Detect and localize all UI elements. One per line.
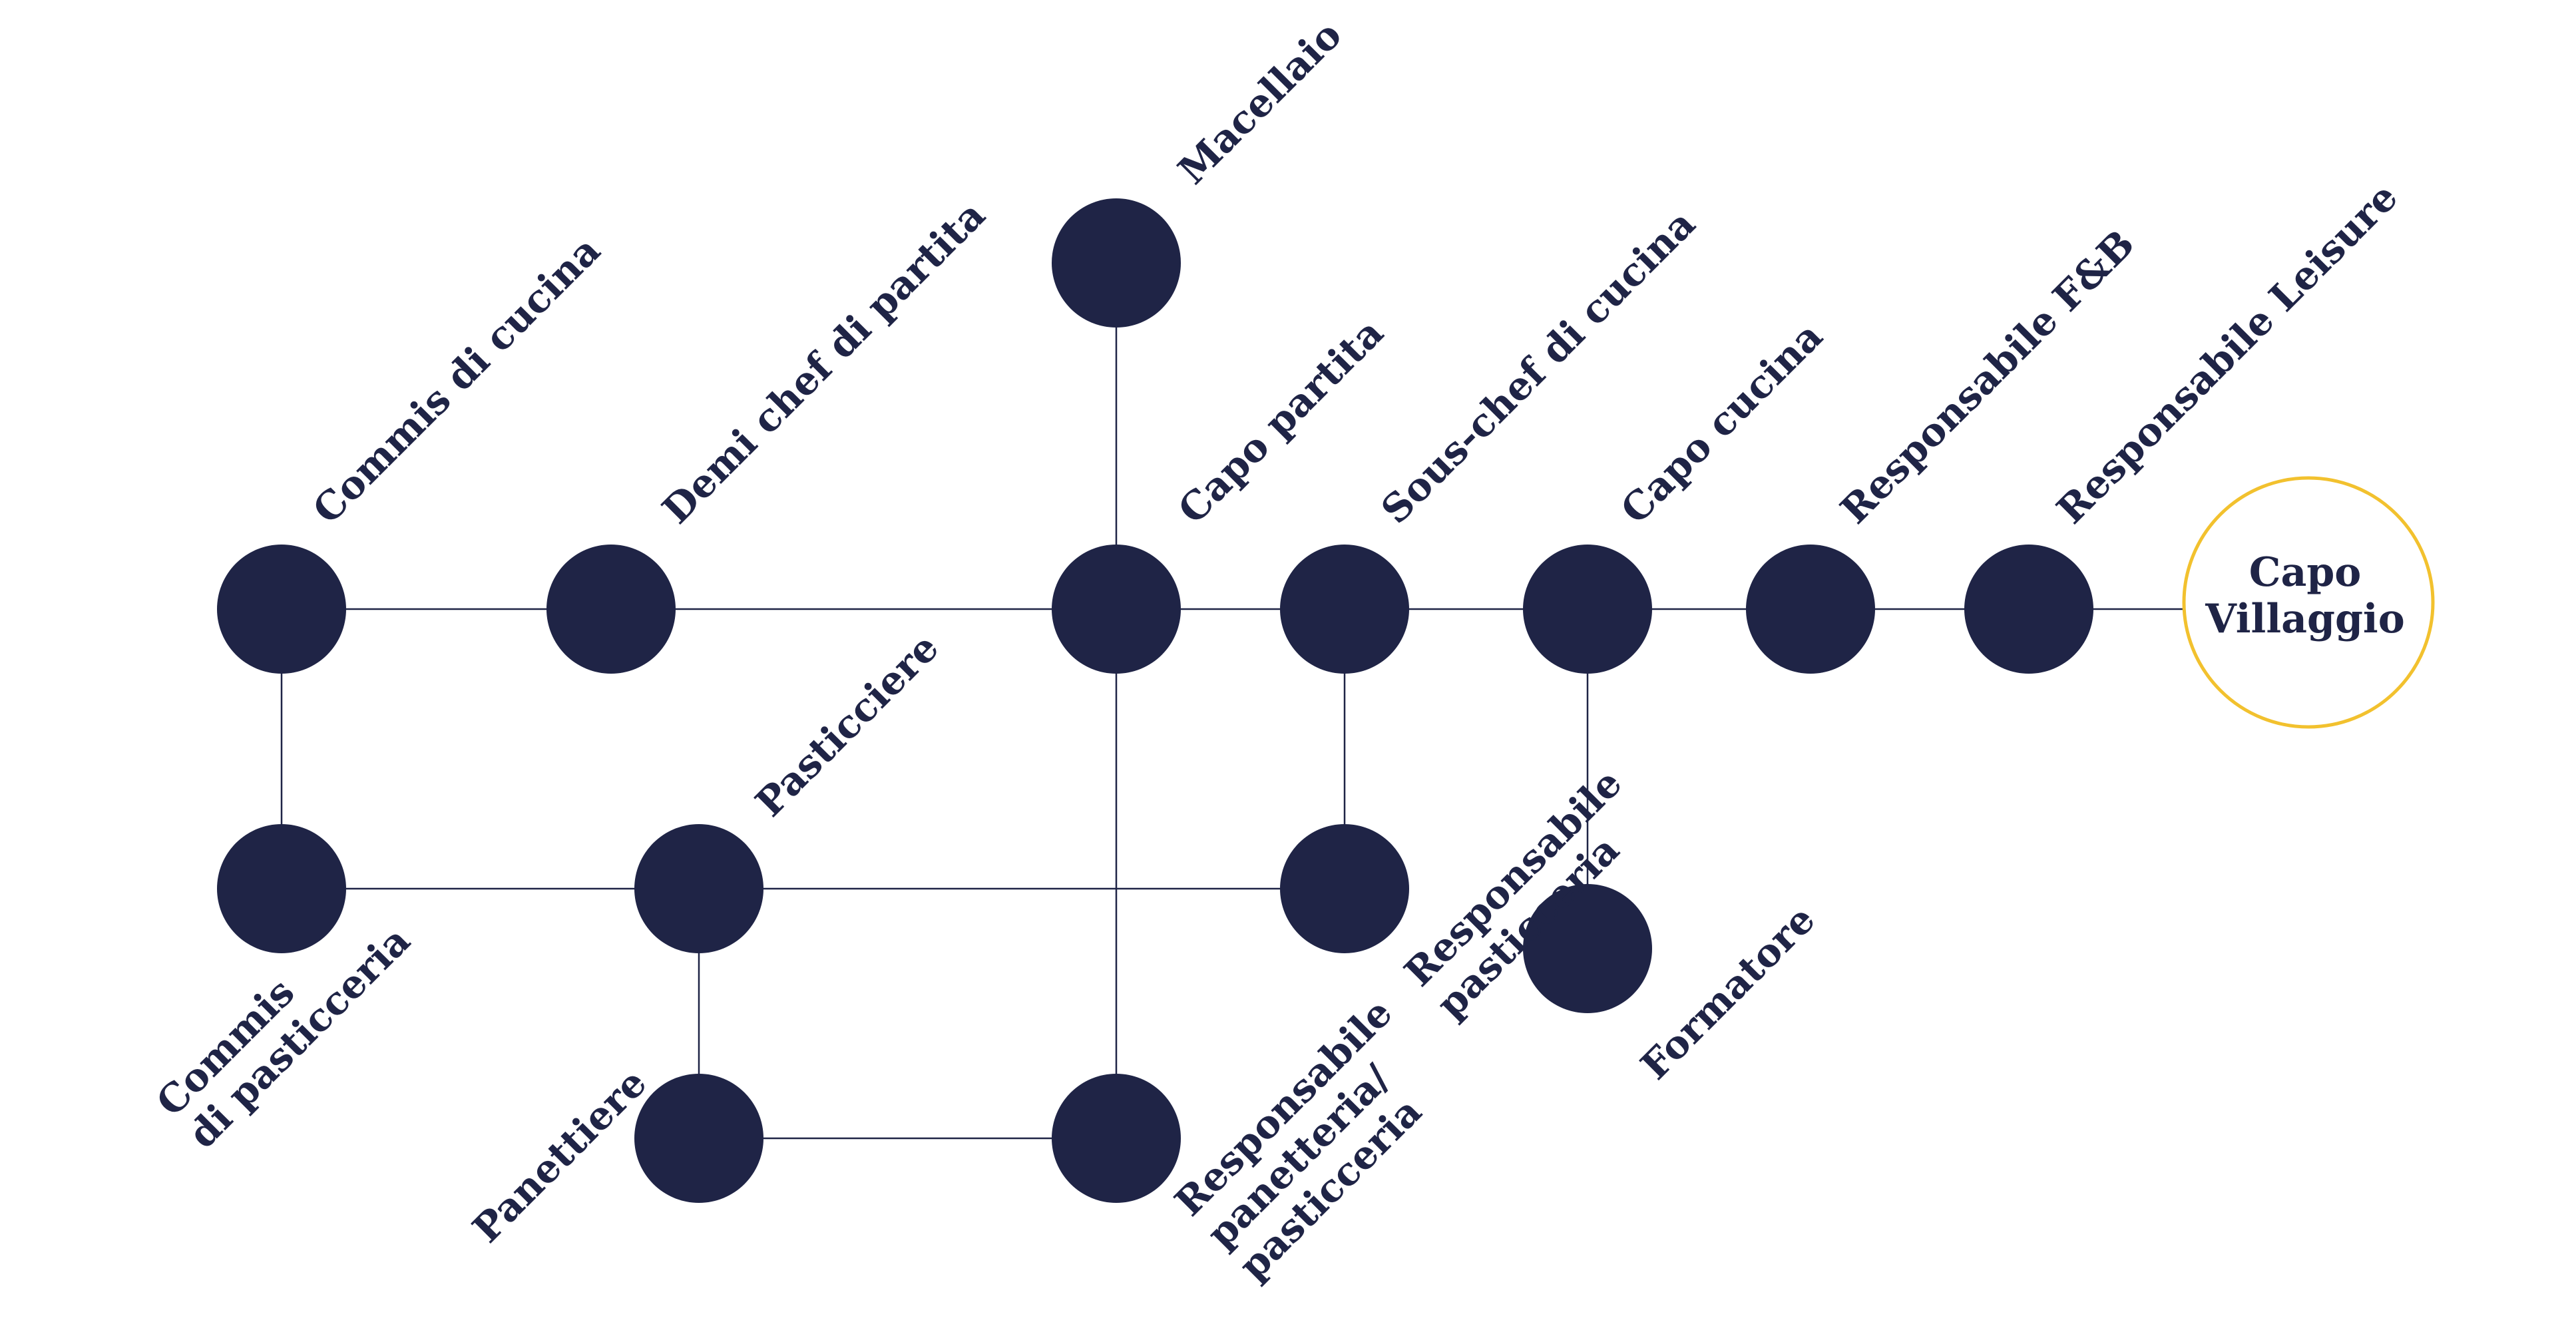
target-label: Capo Villaggio	[2205, 549, 2404, 642]
node-resp-fb	[1746, 545, 1875, 674]
bottom-labels: Commis di pasticceria Responsabile pasti…	[148, 760, 1824, 1289]
nodes	[217, 198, 2435, 1203]
node-capo-villaggio	[2182, 476, 2435, 729]
node-commis-pasticceria	[217, 824, 346, 953]
label-pasticciere: Pasticciere	[747, 625, 947, 825]
node-resp-pasticceria	[1280, 824, 1409, 953]
label-commis-cucina: Commis di cucina	[304, 228, 609, 533]
node-resp-leisure	[1964, 545, 2093, 674]
label-capo-cucina: Capo cucina	[1612, 314, 1831, 533]
target-label-line2: Villaggio	[2205, 596, 2404, 642]
node-pasticciere	[634, 824, 763, 953]
label-resp-panetteria: Responsabile panetteria/ pasticceria	[1166, 990, 1430, 1289]
node-macellaio	[1052, 198, 1181, 328]
label-demi-chef: Demi chef di partita	[654, 192, 994, 533]
target-label-line1: Capo	[2249, 549, 2362, 596]
node-capo-partita	[1052, 545, 1181, 674]
node-commis-cucina	[217, 545, 346, 674]
node-sous-chef	[1280, 545, 1409, 674]
label-macellaio: Macellaio	[1170, 12, 1351, 193]
connector-lines	[280, 263, 2190, 1140]
label-formatore: Formatore	[1632, 897, 1824, 1088]
label-panettiere: Panettiere	[464, 1060, 656, 1251]
label-capo-partita: Capo partita	[1170, 310, 1393, 533]
node-panettiere	[634, 1074, 763, 1203]
node-demi-chef	[546, 545, 676, 674]
node-resp-panetteria	[1052, 1074, 1181, 1203]
label-resp-leisure: Responsabile Leisure	[2048, 174, 2406, 533]
top-labels: Commis di cucina Demi chef di partita Ma…	[304, 12, 2406, 825]
node-formatore	[1523, 884, 1652, 1013]
node-capo-cucina	[1523, 545, 1652, 674]
